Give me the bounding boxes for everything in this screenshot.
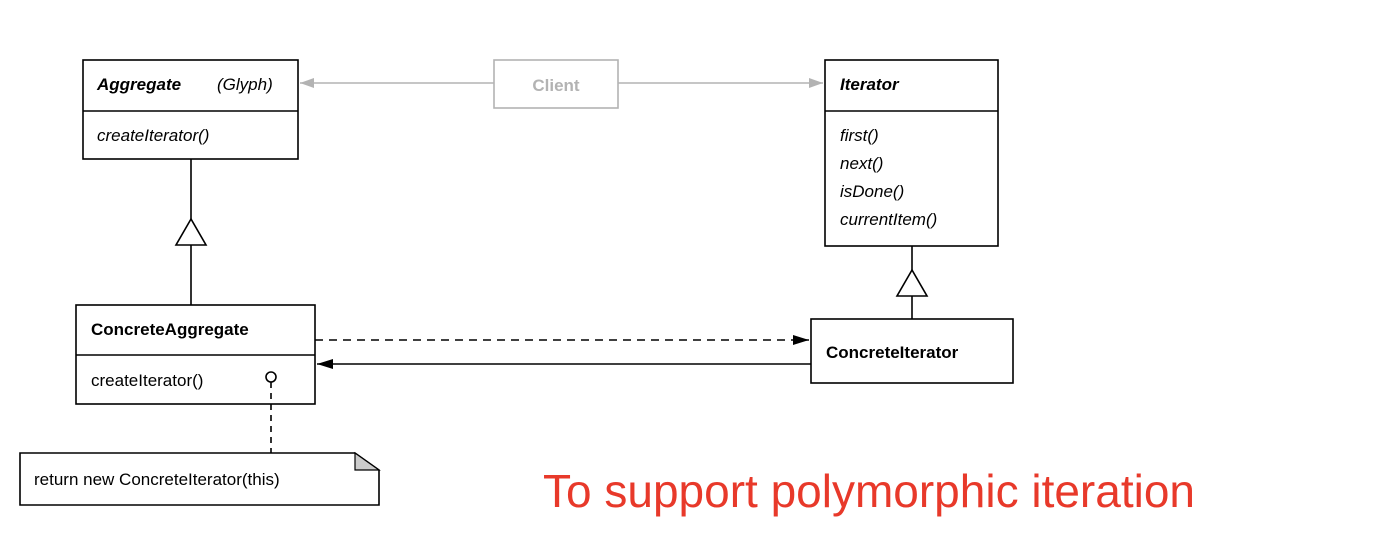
- iterator-class: Iterator first() next() isDone() current…: [824, 59, 999, 247]
- implementation-note: return new ConcreteIterator(this): [19, 451, 381, 506]
- aggregate-operation: createIterator(): [97, 126, 209, 145]
- aggregate-name: Aggregate: [96, 75, 181, 94]
- concrete-aggregate-operation: createIterator(): [91, 371, 203, 390]
- client-class: Client: [493, 59, 619, 109]
- client-name: Client: [532, 76, 580, 95]
- iterator-operation-next: next(): [840, 154, 883, 173]
- concrete-aggregate-name: ConcreteAggregate: [91, 320, 249, 339]
- iterator-name: Iterator: [840, 75, 900, 94]
- aggregate-inheritance: [174, 159, 208, 305]
- concrete-aggregate-class: ConcreteAggregate createIterator(): [75, 304, 316, 405]
- iterator-inheritance: [895, 246, 929, 319]
- concrete-iterator-name: ConcreteIterator: [826, 343, 959, 362]
- concrete-iterator-class: ConcreteIterator: [810, 318, 1014, 384]
- iterator-operation-first: first(): [840, 126, 879, 145]
- iterator-operation-currentitem: currentItem(): [840, 210, 937, 229]
- note-text: return new ConcreteIterator(this): [34, 470, 280, 489]
- aggregate-tag: (Glyph): [217, 75, 273, 94]
- aggregate-class: Aggregate (Glyph) createIterator(): [82, 59, 299, 160]
- note-anchor-circle: [265, 371, 277, 383]
- caption-text: To support polymorphic iteration: [543, 465, 1195, 517]
- iterator-operation-isdone: isDone(): [840, 182, 904, 201]
